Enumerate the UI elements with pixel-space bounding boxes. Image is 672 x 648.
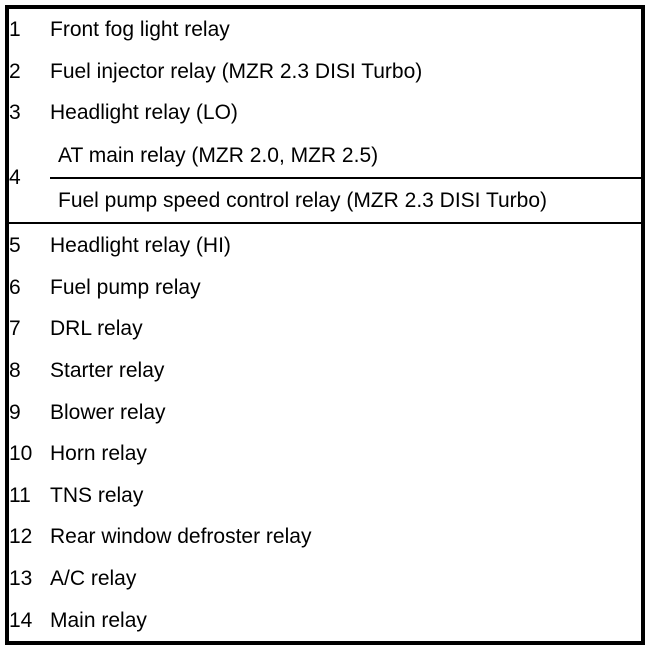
relay-description-cell: Rear window defroster relay: [50, 516, 641, 558]
relay-description-cell: Horn relay: [50, 432, 641, 475]
table-row: 2 Fuel injector relay (MZR 2.3 DISI Turb…: [9, 50, 641, 93]
relay-description-cell: Starter relay: [50, 349, 641, 392]
table-row: 11 TNS relay: [9, 474, 641, 517]
table-row: 14 Main relay: [9, 599, 641, 641]
relay-number-cell: 8: [9, 349, 50, 392]
table-row: 7 DRL relay: [9, 308, 641, 350]
relay-number-cell: 3: [9, 92, 50, 134]
relay-description-cell: Front fog light relay: [50, 9, 641, 51]
relay-description-cell: DRL relay: [50, 308, 641, 350]
relay-description-cell: Blower relay: [50, 391, 641, 433]
relay-description-cell: Main relay: [50, 599, 641, 641]
table-row: 10 Horn relay: [9, 432, 641, 475]
relay-legend-table-frame: 1 Front fog light relay 2 Fuel injector …: [5, 5, 645, 645]
table-row: 3 Headlight relay (LO): [9, 92, 641, 134]
relay-description-cell: TNS relay: [50, 474, 641, 517]
table-row: 6 Fuel pump relay: [9, 266, 641, 309]
relay-description-cell: Fuel injector relay (MZR 2.3 DISI Turbo): [50, 50, 641, 93]
table-row: 8 Starter relay: [9, 349, 641, 392]
relay-description-group: AT main relay (MZR 2.0, MZR 2.5) Fuel pu…: [50, 133, 641, 224]
relay-description-cell: Fuel pump speed control relay (MZR 2.3 D…: [50, 177, 641, 222]
table-row: 5 Headlight relay (HI): [9, 222, 641, 267]
table-subrow: AT main relay (MZR 2.0, MZR 2.5): [50, 133, 641, 179]
relay-number-cell: 6: [9, 266, 50, 309]
relay-description-cell: AT main relay (MZR 2.0, MZR 2.5): [50, 133, 641, 179]
relay-number-cell: 4: [9, 133, 50, 224]
relay-number-cell: 2: [9, 50, 50, 93]
relay-number-cell: 7: [9, 308, 50, 350]
relay-number-cell: 1: [9, 9, 50, 51]
relay-number-cell: 10: [9, 432, 50, 475]
table-row: 1 Front fog light relay: [9, 9, 641, 51]
relay-number-cell: 12: [9, 516, 50, 558]
relay-description-cell: A/C relay: [50, 557, 641, 600]
relay-description-cell: Fuel pump relay: [50, 266, 641, 309]
relay-description-subtable: AT main relay (MZR 2.0, MZR 2.5) Fuel pu…: [50, 133, 641, 222]
table-subrow: Fuel pump speed control relay (MZR 2.3 D…: [50, 177, 641, 222]
table-row-merged: 4 AT main relay (MZR 2.0, MZR 2.5) Fuel …: [9, 133, 641, 224]
table-row: 13 A/C relay: [9, 557, 641, 600]
relay-number-cell: 11: [9, 474, 50, 517]
relay-number-cell: 5: [9, 222, 50, 267]
relay-legend-table: 1 Front fog light relay 2 Fuel injector …: [9, 9, 641, 641]
relay-description-cell: Headlight relay (HI): [50, 222, 641, 267]
relay-number-cell: 13: [9, 557, 50, 600]
relay-number-cell: 14: [9, 599, 50, 641]
relay-description-cell: Headlight relay (LO): [50, 92, 641, 134]
table-row: 12 Rear window defroster relay: [9, 516, 641, 558]
table-row: 9 Blower relay: [9, 391, 641, 433]
relay-number-cell: 9: [9, 391, 50, 433]
